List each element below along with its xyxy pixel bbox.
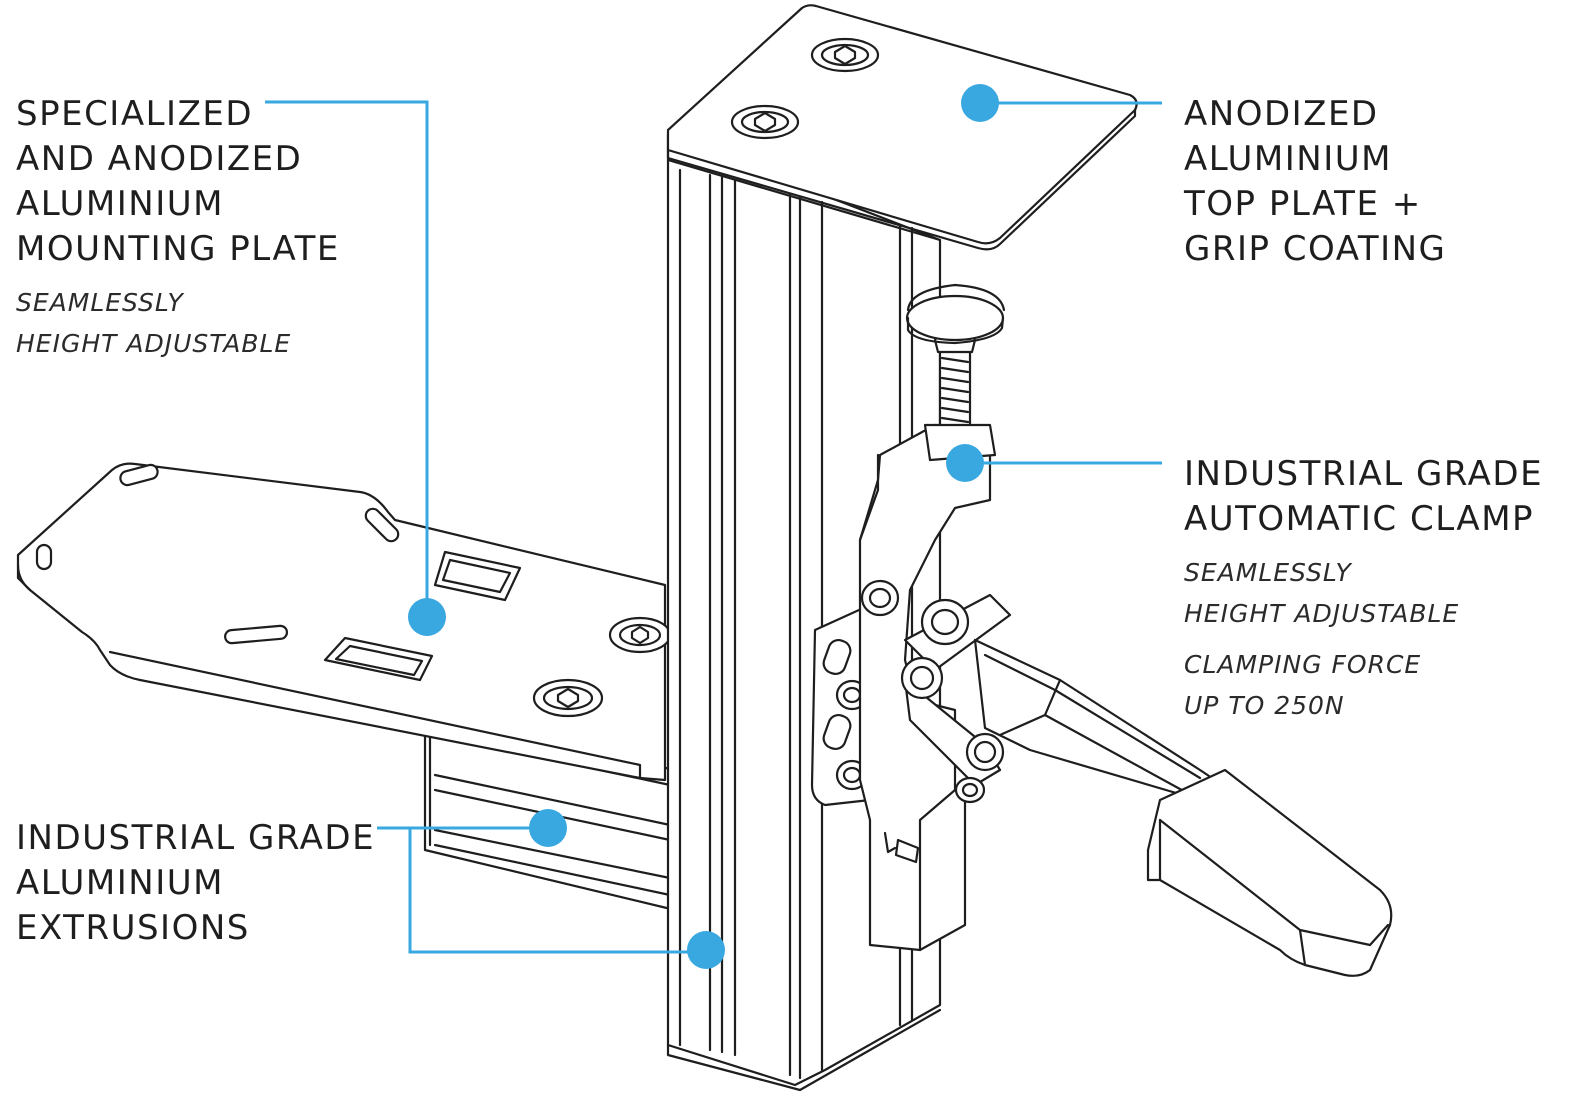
clamp-knob [905,294,1005,342]
callout-top-plate: ANODIZED ALUMINIUM TOP PLATE + GRIP COAT… [1184,92,1446,272]
callout-marker-extrusions-lower [687,931,725,969]
mounting-plate [16,462,672,782]
callout-marker-extrusions-upper [529,809,567,847]
callout-subtitle: SEAMLESSLY HEIGHT ADJUSTABLE [16,288,292,358]
plate-slot [119,463,159,487]
plate-slot [35,543,53,571]
plate-pocket [433,550,522,602]
callout-title: INDUSTRIAL GRADE AUTOMATIC CLAMP [1184,454,1544,539]
clamp-grip [1146,768,1393,977]
callout-title: ANODIZED ALUMINIUM TOP PLATE + GRIP COAT… [1184,94,1447,269]
callout-title: INDUSTRIAL GRADE ALUMINIUM EXTRUSIONS [16,818,376,948]
callout-subtitle-force: CLAMPING FORCE UP TO 250N [1184,650,1422,720]
callout-marker-clamp [946,444,984,482]
leader-line-extrusions-lower [408,828,706,954]
leader-line-mounting-plate [265,100,429,615]
callout-subtitle: SEAMLESSLY HEIGHT ADJUSTABLE [1184,558,1460,628]
callout-mounting-plate: SPECIALIZED AND ANODIZED ALUMINIUM MOUNT… [16,92,340,364]
plate-pocket [323,636,434,682]
top-plate [666,4,1138,251]
callout-extrusions: INDUSTRIAL GRADE ALUMINIUM EXTRUSIONS [16,816,375,951]
plate-slot [364,507,400,543]
callout-marker-mounting-plate [408,598,446,636]
callout-marker-top-plate [961,84,999,122]
callout-title: SPECIALIZED AND ANODIZED ALUMINIUM MOUNT… [16,94,340,269]
callout-clamp: INDUSTRIAL GRADE AUTOMATIC CLAMP SEAMLES… [1184,452,1543,726]
plate-slot [224,624,289,645]
clamp-assembly [810,283,1393,977]
